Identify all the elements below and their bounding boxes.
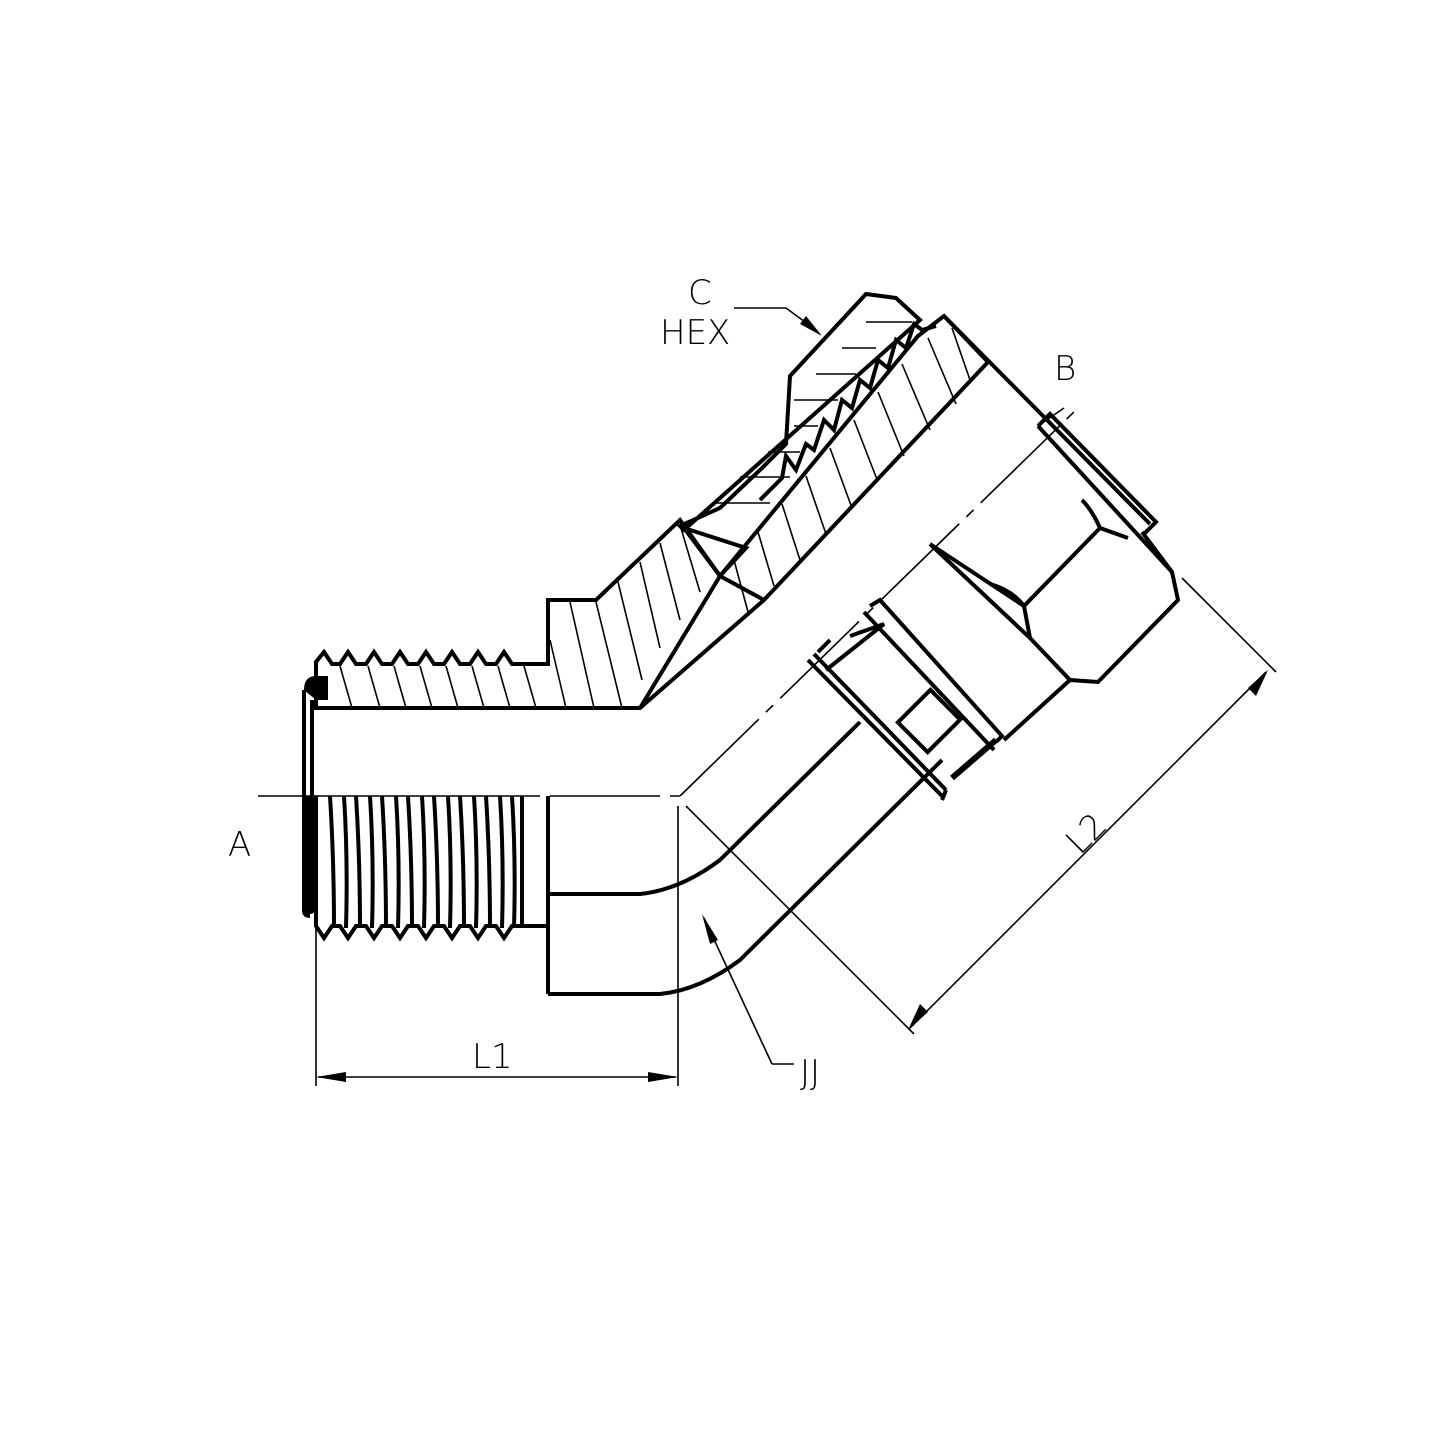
l2-label: L2 xyxy=(1058,805,1115,862)
male-end-hatching xyxy=(339,524,701,709)
nut-hatching xyxy=(712,321,912,504)
thread-lines xyxy=(328,795,524,929)
swivel-end xyxy=(806,314,1181,801)
jj-label: JJ xyxy=(800,1053,820,1093)
c-label: C xyxy=(688,273,712,313)
a-label: A xyxy=(228,825,251,865)
b-label: B xyxy=(1054,349,1076,389)
o-ring xyxy=(304,676,328,700)
male-end-body xyxy=(302,516,944,996)
leader-c-hex: C HEX xyxy=(660,273,822,353)
dimension-l1: L1 xyxy=(315,806,679,1086)
body-diagonal-section xyxy=(638,313,991,710)
l1-label: L1 xyxy=(472,1037,513,1077)
centerlines xyxy=(258,407,1079,797)
b-tick xyxy=(1037,407,1065,427)
body-hatching xyxy=(733,327,971,613)
hex-label: HEX xyxy=(660,313,730,353)
o-ring-lower xyxy=(302,796,316,914)
leader-jj: JJ xyxy=(702,914,820,1093)
